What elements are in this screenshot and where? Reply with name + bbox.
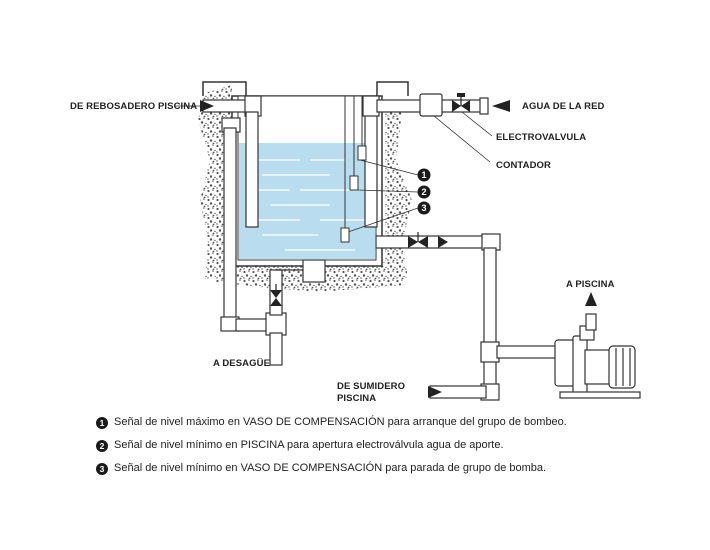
label-meter: CONTADOR — [496, 160, 551, 171]
legend-badge: 2 — [96, 440, 108, 452]
legend-text: Señal de nivel mínimo en VASO DE COMPENS… — [114, 462, 547, 474]
label-overflow: DE REBOSADERO PISCINA — [70, 101, 197, 112]
overflow-arrow-icon — [200, 100, 214, 112]
drain-valve-icon — [270, 284, 282, 306]
legend-text: Señal de nivel máximo en VASO DE COMPENS… — [114, 416, 567, 428]
level-sensors — [340, 96, 367, 243]
overflow-pipe-down — [245, 111, 259, 228]
pump-suction-pipe — [496, 345, 560, 359]
label-from-sump-line1: DE SUMIDERO — [337, 381, 405, 392]
mains-pipe-end — [479, 97, 489, 115]
ground-cap-left — [202, 81, 247, 96]
soil-right — [385, 100, 412, 278]
meter-body — [419, 93, 443, 117]
marker-3: 3 — [417, 201, 431, 215]
arrow-left-icon — [492, 100, 510, 112]
sump-arrow-icon — [428, 386, 442, 398]
label-mains-water: AGUA DE LA RED — [522, 101, 605, 112]
svg-text:3: 3 — [421, 203, 426, 213]
label-solenoid-valve: ELECTROVALVULA — [496, 132, 586, 143]
outlet-valve-icon — [408, 232, 428, 248]
tank-sump — [302, 259, 326, 283]
mains-pipe-down — [364, 111, 378, 228]
ground-cap-right — [376, 81, 409, 96]
tank-water — [239, 143, 375, 259]
legend-badge: 1 — [96, 417, 108, 429]
marker-2: 2 — [417, 185, 431, 199]
vertical-supply-pipe — [483, 247, 497, 399]
legend-text: Señal de nivel mínimo en PISCINA para ap… — [114, 439, 504, 451]
check-valve-icon — [438, 236, 448, 248]
drain-pipe-vertical — [223, 127, 237, 327]
label-from-sump-line2: PISCINA — [337, 393, 376, 404]
drain-tee — [265, 312, 287, 336]
legend-item-3: 3 Señal de nivel mínimo en VASO DE COMPEN… — [96, 462, 546, 475]
legend-item-1: 1 Señal de nivel máximo en VASO DE COMPEN… — [96, 416, 567, 429]
label-to-pool: A PISCINA — [566, 279, 615, 290]
marker-1: 1 — [417, 168, 431, 182]
label-drain: A DESAGÜE — [213, 358, 270, 369]
legend-item-2: 2 Señal de nivel mínimo en PISCINA para a… — [96, 439, 504, 452]
svg-text:1: 1 — [421, 170, 426, 180]
svg-text:2: 2 — [421, 187, 426, 197]
tank-outlet-pipe — [375, 235, 493, 249]
leader-lines — [174, 105, 493, 233]
to-pool-arrow-icon — [585, 292, 597, 306]
drain-outlet-pipe — [269, 332, 283, 366]
supply-tee — [480, 341, 500, 363]
pump-icon — [554, 313, 641, 399]
solenoid-valve-icon — [452, 93, 470, 112]
legend-badge: 3 — [96, 463, 108, 475]
